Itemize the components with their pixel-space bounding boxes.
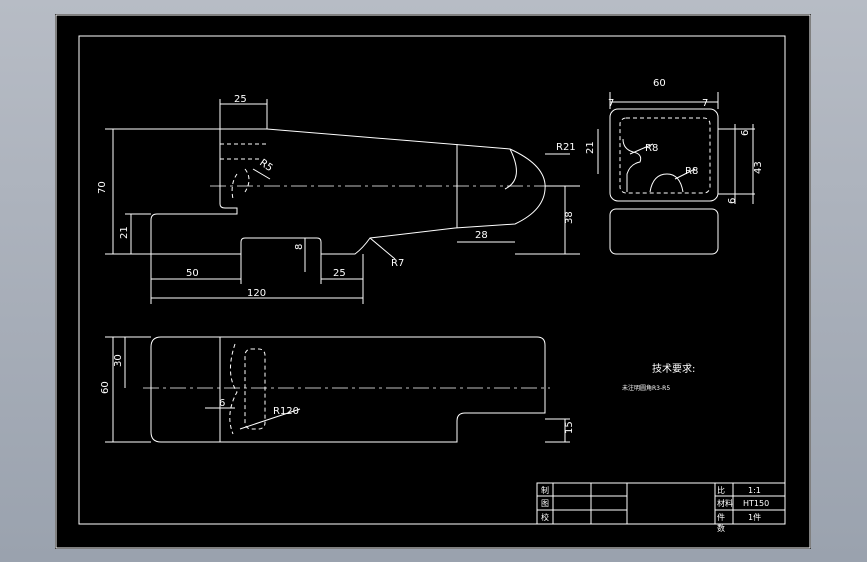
- dim-side-43: 43: [753, 161, 764, 174]
- dim-height-70: 70: [97, 181, 108, 194]
- tb-scale-label: 比: [717, 485, 725, 495]
- title-block-text: 制 图 校 比 1:1 材料 HT150 件 1件 数: [541, 485, 769, 533]
- tb-scale-value: 1:1: [748, 486, 761, 495]
- dim-plan-30: 30: [113, 354, 124, 367]
- inner-frame: [78, 35, 786, 525]
- title-block: [536, 482, 786, 525]
- dim-side-r8b: R8: [685, 166, 698, 177]
- dim-r5: R5: [257, 157, 274, 174]
- dim-w28: 28: [475, 230, 488, 241]
- dim-plan-60: 60: [100, 381, 111, 394]
- drawing-canvas[interactable]: 25 70 21 R5 R21 38 28 8 50 25 120 R7: [55, 14, 811, 549]
- dim-r21: R21: [556, 142, 576, 153]
- dim-side-60: 60: [653, 78, 666, 89]
- tb-qty-label: 件: [717, 512, 725, 522]
- dim-left-21: 21: [119, 226, 130, 239]
- tb-count-label: 数: [717, 523, 725, 533]
- tb-qty-value: 1件: [748, 512, 761, 522]
- dim-side-7b: 7: [702, 98, 708, 109]
- front-dims: 25 70 21 R5 R21 38 28 8 50 25 120 R7: [97, 94, 576, 299]
- dim-side-r8a: R8: [645, 143, 658, 154]
- dim-w50: 50: [186, 268, 199, 279]
- tb-checked: 图: [541, 499, 549, 508]
- tb-approved: 校: [541, 512, 549, 522]
- plan-view: [105, 336, 570, 443]
- tech-title: 技术要求:: [652, 362, 695, 375]
- plan-dims: 30 60 6 R120 15: [100, 354, 575, 434]
- dim-w25: 25: [333, 268, 346, 279]
- dim-side-6a: 6: [740, 130, 751, 136]
- tech-note: 未注明圆角R3-R5: [622, 384, 670, 392]
- dim-top-width: 25: [234, 94, 247, 105]
- dim-r7: R7: [391, 258, 404, 269]
- front-view: [105, 99, 580, 304]
- dim-plan-6: 6: [219, 398, 225, 409]
- dim-plan-r120: R120: [273, 406, 299, 417]
- dim-w120: 120: [247, 288, 266, 299]
- side-view: [597, 92, 755, 255]
- tech-requirements: 技术要求: 未注明圆角R3-R5: [622, 362, 695, 392]
- dim-right-38: 38: [564, 211, 575, 224]
- dim-plan-15: 15: [564, 421, 575, 434]
- drawing-svg: 25 70 21 R5 R21 38 28 8 50 25 120 R7: [55, 14, 811, 549]
- tb-material-label: 材料: [717, 498, 733, 508]
- dim-h8: 8: [294, 244, 305, 250]
- dim-side-7a: 7: [608, 98, 614, 109]
- dim-side-21: 21: [585, 141, 596, 154]
- dim-side-6b: 6: [727, 198, 738, 204]
- tb-drawn: 制: [541, 485, 549, 495]
- side-dims: 60 7 7 21 R8 R8 6 43 6: [585, 78, 764, 204]
- outer-frame: [55, 14, 811, 549]
- tb-material-value: HT150: [743, 499, 769, 508]
